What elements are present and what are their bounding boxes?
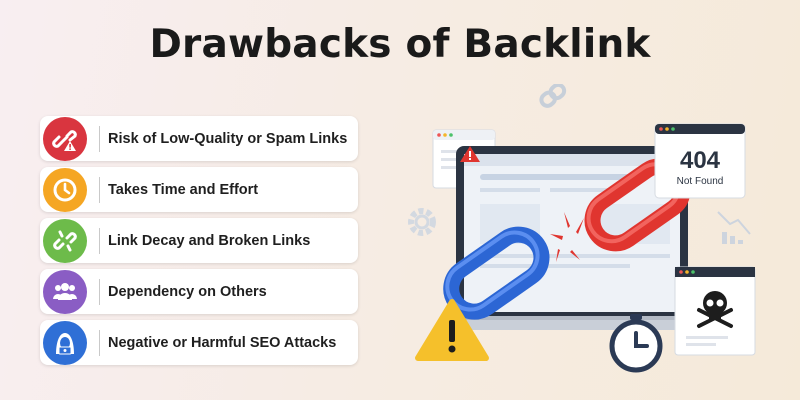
divider [99, 176, 100, 203]
list-item-spam-links: Risk of Low-Quality or Spam Links [40, 116, 358, 161]
item-label: Risk of Low-Quality or Spam Links [108, 130, 348, 147]
divider [99, 278, 100, 305]
list-item-negative-seo: Negative or Harmful SEO Attacks [40, 320, 358, 365]
gear-icon [408, 208, 436, 236]
broken-link-illustration: 404 Not Found [408, 84, 756, 373]
broken-link-warning-icon [43, 116, 87, 161]
break-spark-icon [550, 212, 584, 262]
group-people-icon [43, 269, 87, 314]
malware-skull-window [674, 266, 756, 356]
page-title: Drawbacks of Backlink [149, 22, 651, 67]
divider [99, 227, 100, 254]
item-label: Negative or Harmful SEO Attacks [108, 334, 337, 351]
drawbacks-list: Risk of Low-Quality or Spam Links Takes … [40, 116, 358, 371]
warning-icon-small [460, 146, 480, 162]
declining-chart-icon [717, 211, 751, 244]
warning-triangle-icon [415, 299, 489, 361]
list-item-link-decay: Link Decay and Broken Links [40, 218, 358, 263]
clock-icon [43, 167, 87, 212]
error-404-card: 404 Not Found [654, 123, 746, 199]
hacker-icon [43, 320, 87, 365]
item-label: Takes Time and Effort [108, 181, 259, 198]
small-link-icon [539, 84, 567, 108]
list-item-time-effort: Takes Time and Effort [40, 167, 358, 212]
item-label: Link Decay and Broken Links [108, 232, 311, 249]
divider [99, 125, 100, 152]
error-text: Not Found [677, 176, 724, 187]
divider [99, 329, 100, 356]
clock-icon-large [609, 314, 663, 373]
list-item-dependency: Dependency on Others [40, 269, 358, 314]
error-code: 404 [680, 147, 721, 174]
skull-icon [697, 291, 733, 328]
broken-link-icon [43, 218, 87, 263]
item-label: Dependency on Others [108, 283, 267, 300]
